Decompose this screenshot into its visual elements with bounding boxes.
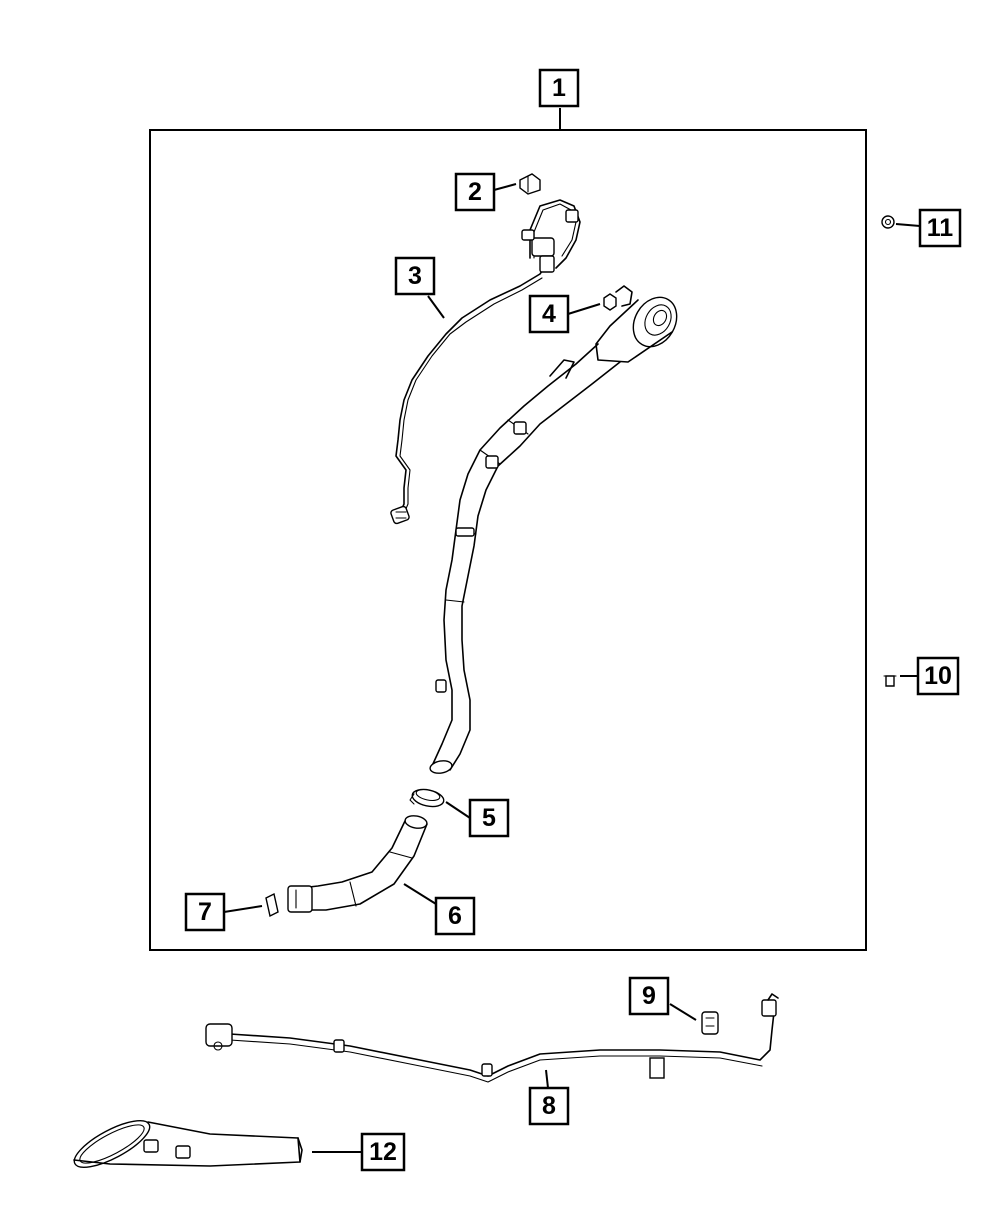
leader-3 [427, 295, 445, 319]
callout-12-label: 12 [369, 1138, 397, 1166]
callout-7: 7 [184, 892, 226, 932]
callout-4-label: 4 [542, 300, 556, 328]
clip-part [519, 173, 541, 195]
callout-2-label: 2 [468, 178, 482, 206]
leader-8 [545, 1069, 549, 1089]
callout-9: 9 [628, 976, 670, 1016]
leader-11 [895, 223, 921, 227]
callout-3-label: 3 [408, 262, 422, 290]
leader-5 [445, 801, 471, 819]
callout-1-label: 1 [552, 74, 566, 102]
push-pin-part [883, 675, 897, 687]
lower-hose-part [287, 815, 428, 913]
assembly-frame [149, 129, 867, 951]
filler-tube-part [429, 285, 678, 774]
callout-5: 5 [468, 798, 510, 838]
funnel-part [73, 1120, 303, 1168]
leader-9 [669, 1003, 697, 1021]
callout-8-label: 8 [542, 1092, 556, 1120]
grommet-part [881, 215, 895, 229]
callout-2: 2 [454, 172, 496, 212]
vent-line-part [205, 993, 779, 1083]
leader-2 [493, 183, 517, 191]
leader-4 [567, 303, 601, 315]
callout-10: 10 [916, 656, 960, 696]
nut-part [603, 293, 617, 311]
callout-11-label: 11 [927, 214, 954, 242]
callout-10-label: 10 [924, 662, 952, 690]
hose-clamp-part [409, 788, 445, 808]
callout-8: 8 [528, 1086, 570, 1126]
callout-3: 3 [394, 256, 436, 296]
callout-11: 11 [918, 208, 962, 248]
leader-7 [223, 905, 263, 913]
callout-5-label: 5 [482, 804, 496, 832]
vapor-line-part [390, 199, 581, 525]
callout-9-label: 9 [642, 982, 656, 1010]
callout-4: 4 [528, 294, 570, 334]
leader-6 [403, 883, 437, 905]
callout-6-label: 6 [448, 902, 462, 930]
retainer-clip-part [265, 892, 279, 918]
callout-1: 1 [538, 68, 580, 108]
callout-12: 12 [360, 1132, 406, 1172]
callout-7-label: 7 [198, 898, 212, 926]
connector-part [701, 1011, 719, 1035]
callout-6: 6 [434, 896, 476, 936]
